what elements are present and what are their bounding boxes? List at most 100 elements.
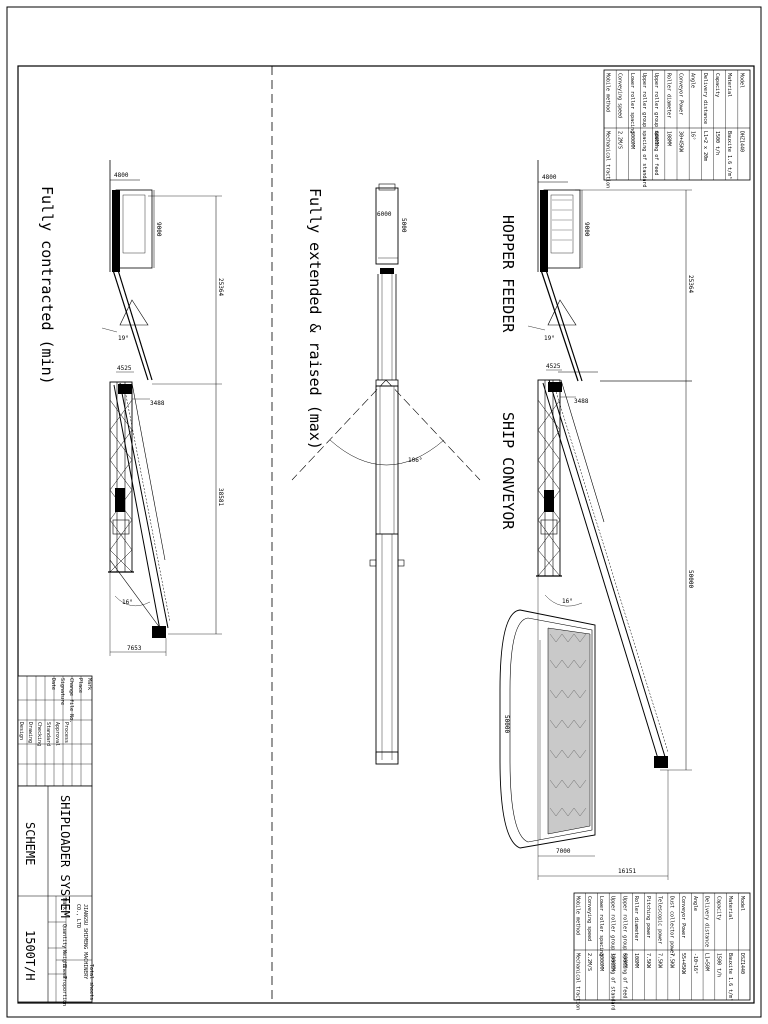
ship-row-label: Telescopic power bbox=[657, 896, 663, 944]
title-block-role2: Proportion bbox=[61, 976, 67, 1006]
ship-row-label: Material bbox=[727, 896, 733, 920]
hopper-row-label: Material bbox=[726, 73, 732, 97]
ship-row-value: L1=50M bbox=[704, 953, 710, 971]
dim-3488-top: 3488 bbox=[574, 398, 589, 405]
dim-9000-top: 9000 bbox=[583, 222, 590, 237]
bottom-dimensions-hopper: 4800 9000 25364 19° bbox=[101, 172, 224, 385]
title-block-role: Design bbox=[18, 722, 24, 740]
title-block-role: Standard bbox=[45, 722, 51, 746]
title-block-role: Drawing bbox=[27, 722, 33, 743]
hopper-row-value: 30+45KW bbox=[678, 131, 684, 153]
label-fully-extended: Fully extended & raised (max) bbox=[306, 188, 324, 450]
ship-row-value: 55+45KW bbox=[680, 953, 686, 975]
title-drawing: SCHEME bbox=[23, 822, 37, 865]
dim-4800-top: 4800 bbox=[542, 174, 557, 181]
company-line1: JIANGSU SHIMENG MACHINERY bbox=[82, 904, 88, 979]
dim-5000: 5000 bbox=[400, 218, 407, 233]
hopper-row-label: Mobile method bbox=[605, 73, 611, 112]
title-block-role2: Quantity bbox=[61, 924, 67, 948]
title-block-role: Process bbox=[63, 722, 69, 743]
ship-row-value: -10~16° bbox=[692, 953, 698, 974]
ship-row-value: 1000MM bbox=[610, 953, 616, 971]
title-block-role2: Mark bbox=[61, 898, 67, 910]
hopper-row-value: Bauxite 1.6 t/m³ bbox=[726, 131, 732, 179]
ship-row-value: Mechanical traction bbox=[575, 953, 581, 1010]
dim-9000-bottom: 9000 bbox=[155, 222, 162, 237]
ship-row-value: 7.5KW bbox=[668, 953, 674, 969]
ship-row-value: 108MM bbox=[633, 953, 639, 968]
top-dimensions-ship: 4525 3488 50000 16° bbox=[544, 363, 694, 771]
hopper-row-value: 16° bbox=[690, 131, 696, 140]
ship-row-value: 7.5KW bbox=[657, 953, 663, 969]
dim-6000: 6000 bbox=[377, 211, 392, 218]
dim-50000-ship: 50000 bbox=[503, 715, 510, 733]
dim-38581: 38581 bbox=[217, 488, 224, 506]
dim-4800-bottom: 4800 bbox=[114, 172, 129, 179]
ship-row-label: Conveying speed bbox=[586, 896, 592, 941]
ship-row-label: Lower roller spacing bbox=[598, 896, 604, 956]
title-capacity: 1500T/H bbox=[23, 930, 37, 981]
title-block-header: Signature bbox=[59, 678, 65, 705]
hopper-row-label: Roller diameter bbox=[665, 73, 671, 118]
bottom-hopper-feeder bbox=[109, 160, 153, 381]
ship-row-value: 1500 t/h bbox=[715, 953, 721, 977]
dim-16151: 16151 bbox=[618, 868, 636, 875]
hopper-row-label: Conveyor Power bbox=[678, 73, 684, 115]
ship-row-value: DSZ1440 bbox=[739, 953, 745, 974]
company-line2: CO., LTD bbox=[75, 904, 81, 928]
ship-row-value: 7.5KW bbox=[645, 953, 651, 969]
hopper-row-value: 108MM bbox=[665, 131, 671, 146]
ship-row-value: 3000MM bbox=[598, 953, 604, 971]
ship-row-label: Upper roller group spacing of standard bbox=[610, 896, 616, 1010]
title-block-sheet: Sheet bbox=[61, 964, 67, 979]
hopper-row-label: Upper roller group spacing of feed bbox=[653, 73, 659, 175]
mid-dimensions: 6000 5000 106° bbox=[377, 211, 422, 464]
title-block-header: Date bbox=[50, 678, 56, 690]
angle-16-bottom: 16° bbox=[122, 599, 133, 606]
angle-16-top: 16° bbox=[562, 598, 573, 605]
ship-row-value: 2.2M/S bbox=[586, 953, 592, 971]
title-block-header: Mark bbox=[86, 678, 92, 690]
ship-row-value: Bauxite 1.6 t/m³ bbox=[727, 953, 733, 1001]
title-block-role: Checking bbox=[36, 722, 42, 746]
ship-row-label: Angle bbox=[692, 896, 698, 911]
hopper-row-label: Capacity bbox=[714, 73, 720, 97]
mid-plan-view bbox=[291, 183, 481, 765]
ship-row-label: Delivery distance bbox=[704, 896, 710, 947]
dim-3488-bottom: 3488 bbox=[150, 400, 165, 407]
label-fully-contracted: Fully contracted (min) bbox=[38, 186, 56, 385]
dim-7653: 7653 bbox=[127, 645, 142, 652]
hopper-row-value: 3000MM bbox=[629, 131, 635, 149]
hopper-row-label: Lower roller spacing bbox=[629, 73, 635, 133]
label-hopper-feeder: HOPPER FEEDER bbox=[499, 215, 517, 333]
top-hopper-feeder bbox=[537, 160, 598, 382]
ship-row-label: Roller diameter bbox=[633, 896, 639, 941]
title-block-role: Approval bbox=[54, 722, 60, 746]
ship-row-value: 600MM bbox=[621, 953, 627, 968]
ship-hull bbox=[499, 609, 596, 849]
title-block-header: Change file No. bbox=[68, 678, 74, 723]
title-block-total-sheets: Total sheets bbox=[88, 964, 94, 1000]
title-block-role2: Weight bbox=[61, 950, 67, 968]
ship-row-label: Mobile method bbox=[575, 896, 581, 935]
title-block-header: Place bbox=[77, 678, 83, 693]
ship-row-label: Capacity bbox=[715, 896, 721, 920]
hopper-row-value: DHZ1440 bbox=[738, 131, 744, 152]
dim-50000-boom-top: 50000 bbox=[687, 570, 694, 588]
hopper-row-label: Model bbox=[738, 73, 744, 88]
title-project: SHIPLOADER SYSTEM bbox=[58, 795, 72, 918]
angle-19-top: 19° bbox=[544, 335, 555, 342]
dim-25364-bottom: 25364 bbox=[217, 278, 224, 296]
bottom-dimensions-ship: 4525 3488 38581 16° 7653 bbox=[109, 365, 224, 656]
hopper-row-label: Upper roller group spacing of standard bbox=[641, 73, 647, 187]
ship-dimensions: 50000 7000 16151 bbox=[503, 576, 669, 880]
hopper-row-value: 1500 t/h bbox=[714, 131, 720, 155]
ship-row-label: Model bbox=[739, 896, 745, 911]
ship-row-label: Pitching power bbox=[645, 896, 651, 938]
angle-106: 106° bbox=[408, 457, 422, 464]
ship-row-label: Dust collector power bbox=[668, 896, 674, 956]
